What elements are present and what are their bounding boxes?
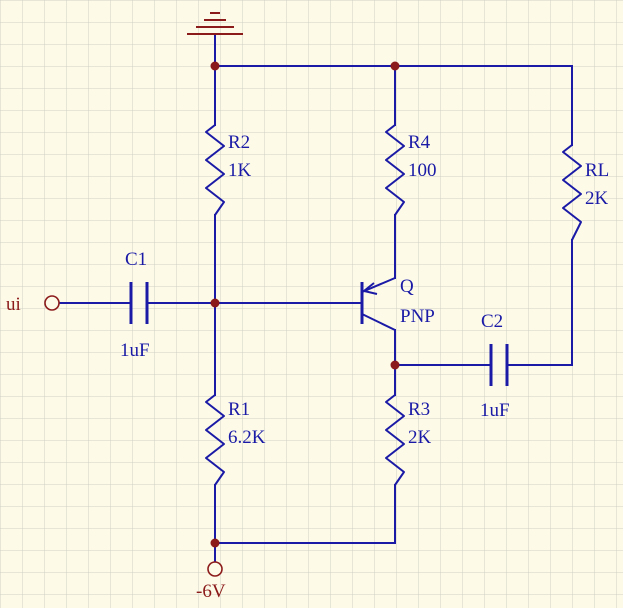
- q-name-label: Q: [400, 276, 414, 297]
- input-terminal-icon[interactable]: [44, 295, 60, 311]
- c2-value-label: 1uF: [480, 400, 510, 421]
- transistor-pnp-icon: [360, 277, 396, 331]
- q-type-label: PNP: [400, 306, 435, 327]
- r1-value-label: 6.2K: [228, 427, 266, 448]
- resistor-r3-icon: [385, 394, 405, 486]
- rl-name-label: RL: [585, 160, 609, 181]
- r4-value-label: 100: [408, 160, 437, 181]
- resistor-r4-icon: [385, 124, 405, 216]
- r1-name-label: R1: [228, 399, 250, 420]
- junction-dot: [390, 61, 400, 71]
- capacitor-c2-icon: [489, 344, 509, 386]
- resistor-r1-icon: [205, 394, 225, 486]
- r2-name-label: R2: [228, 132, 250, 153]
- c1-name-label: C1: [125, 249, 147, 270]
- r2-value-label: 1K: [228, 160, 252, 181]
- ground-icon: [187, 12, 243, 35]
- rl-value-label: 2K: [585, 188, 609, 209]
- c1-value-label: 1uF: [120, 340, 150, 361]
- r3-value-label: 2K: [408, 427, 432, 448]
- resistor-r2-icon: [205, 124, 225, 216]
- c2-name-label: C2: [481, 311, 503, 332]
- capacitor-c1-icon: [129, 282, 149, 324]
- resistor-rl-icon: [562, 144, 582, 241]
- r4-name-label: R4: [408, 132, 431, 153]
- junction-dot: [390, 360, 400, 370]
- junction-dot: [210, 61, 220, 71]
- supply-label: -6V: [196, 581, 226, 602]
- supply-terminal-icon[interactable]: [207, 561, 223, 577]
- r3-name-label: R3: [408, 399, 430, 420]
- input-label: ui: [6, 294, 21, 315]
- junction-dot: [210, 298, 220, 308]
- junction-dot: [210, 538, 220, 548]
